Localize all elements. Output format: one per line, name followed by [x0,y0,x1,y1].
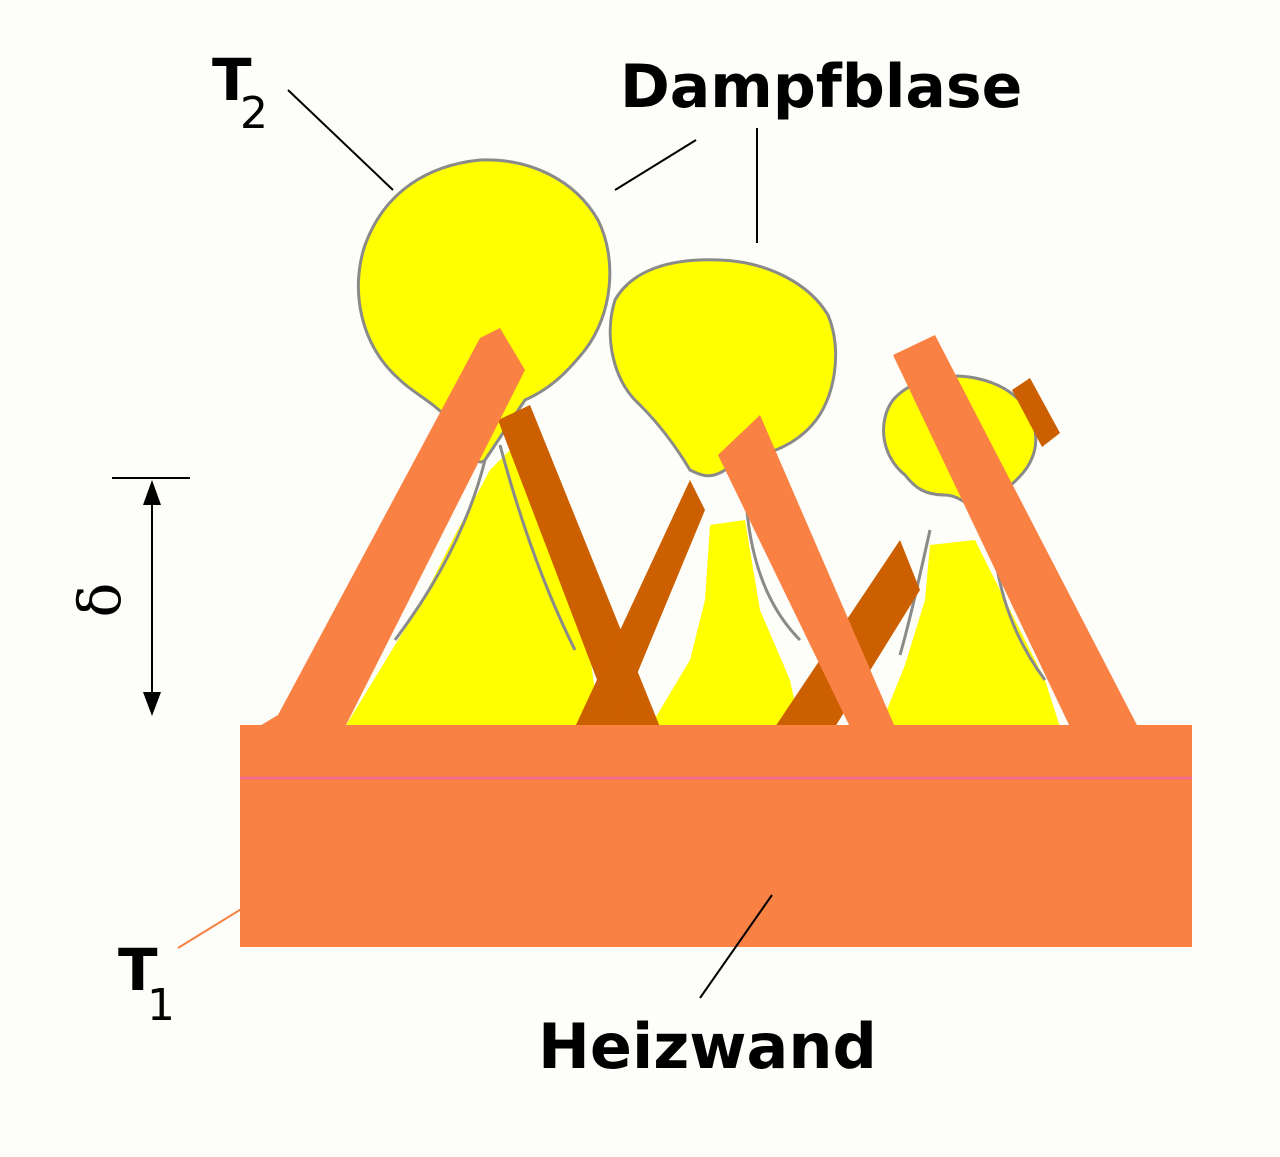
bubble-neck-outline-1 [393,459,487,641]
bubble-neck-outline-2 [498,444,577,651]
delta-arrow-head-top [143,480,161,505]
fin-dark-tip [1012,378,1060,447]
leader-t1 [177,907,244,949]
fin-light-left [258,328,525,727]
vapor-base-2 [650,520,800,727]
fin-light-middle [718,415,895,727]
label-t2: T [212,46,252,114]
label-t1: T [118,936,158,1004]
label-dampfblase: Dampfblase [620,52,1022,122]
fin-light-right [893,335,1138,727]
label-delta: δ [66,583,134,618]
leader-wall [699,894,773,999]
label-t1-subscript: 1 [147,980,175,1031]
delta-arrow-head-bottom [143,692,161,716]
heating-wall [240,725,1192,947]
fin-dark-2 [575,480,705,727]
label-heizwand: Heizwand [538,1010,877,1083]
label-t2-subscript: 2 [240,88,268,139]
leader-t2 [287,89,394,191]
leader-bubble-1 [614,139,697,191]
vapor-base-3 [880,540,1060,727]
vapor-bubble-middle [608,258,838,478]
